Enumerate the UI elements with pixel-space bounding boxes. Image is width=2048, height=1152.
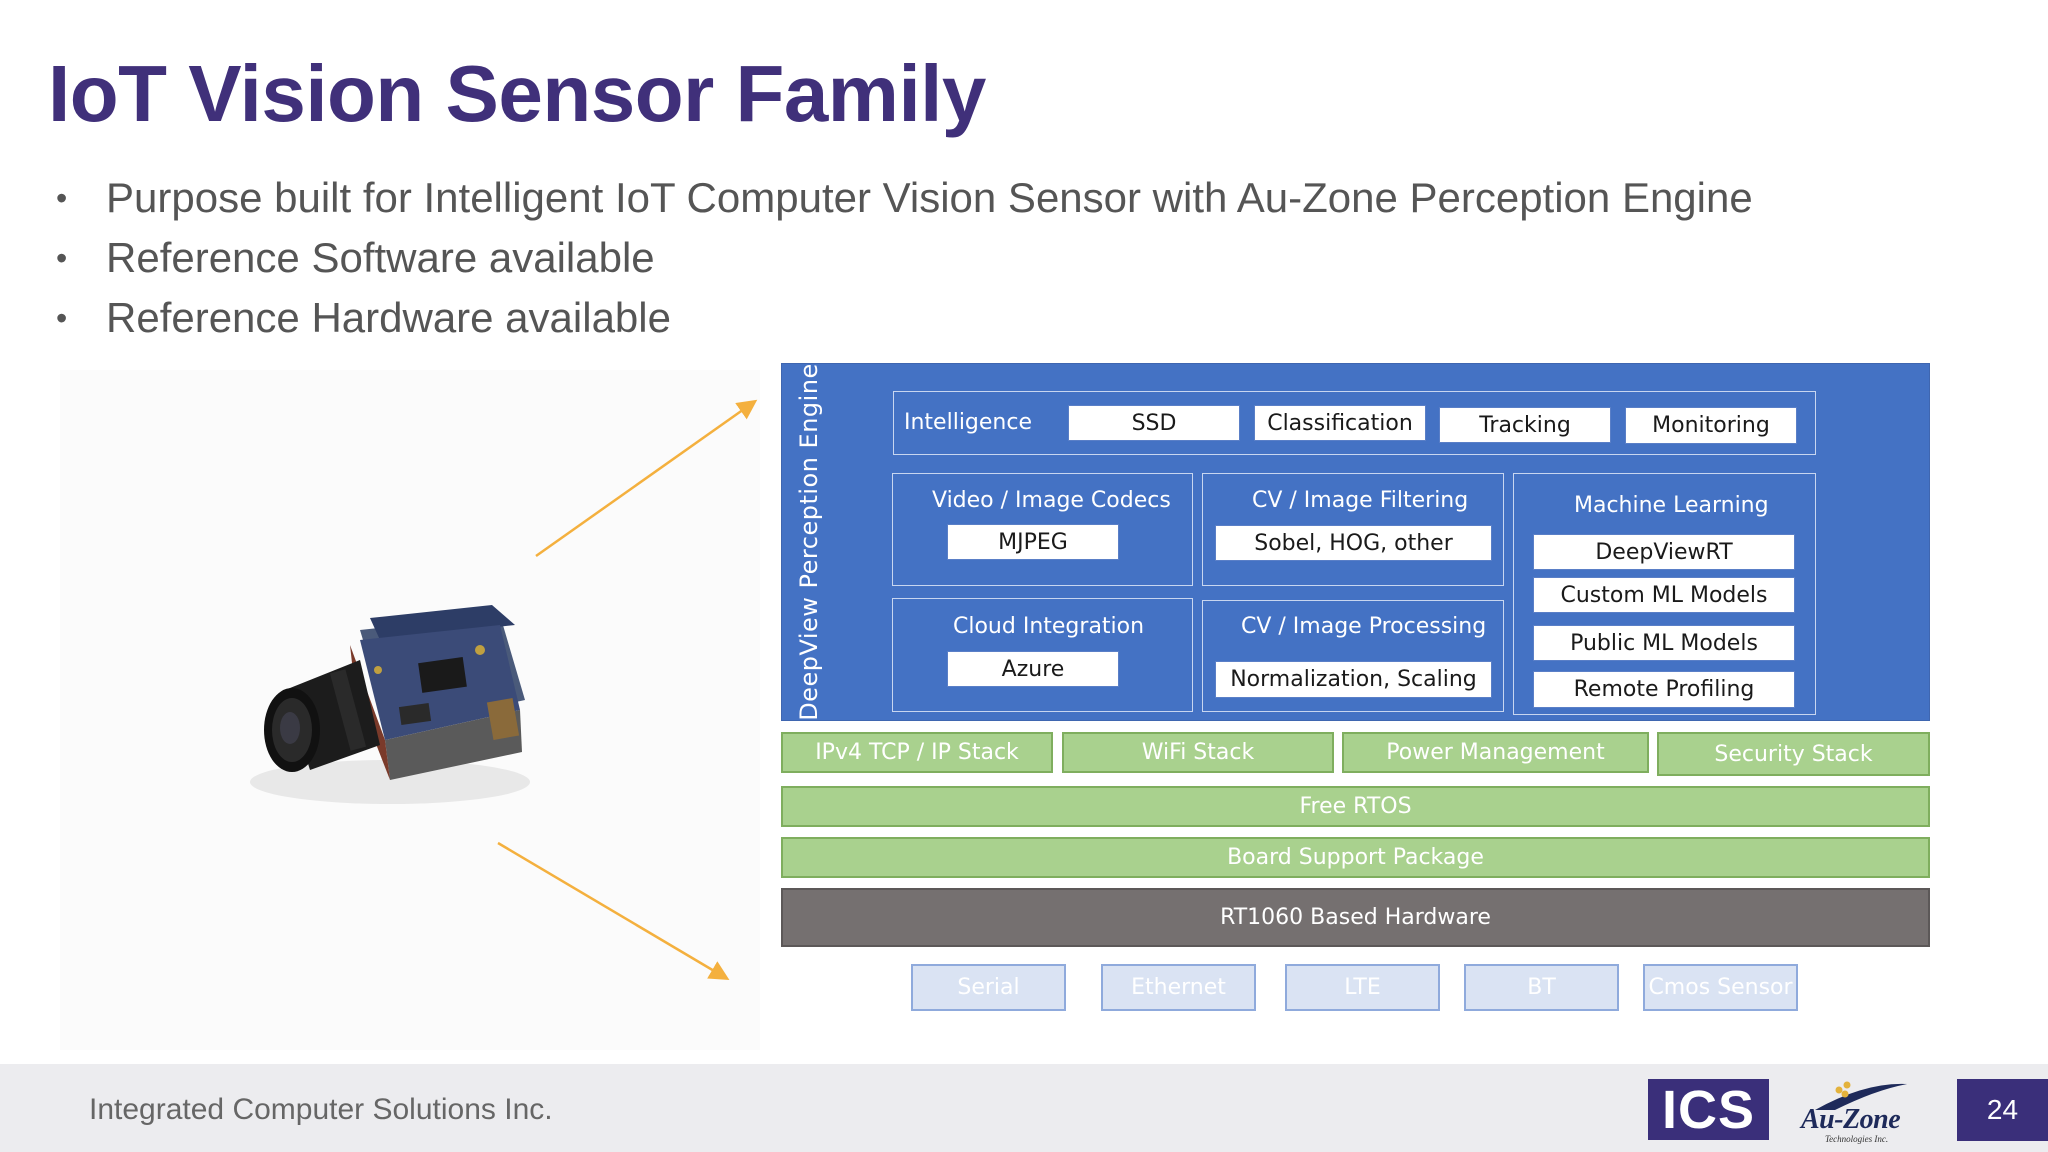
classification-box: Classification: [1254, 405, 1426, 441]
azure-box: Azure: [947, 651, 1119, 687]
bullet-item: • Reference Software available: [56, 228, 1753, 288]
cmos-sensor-interface-box: Cmos Sensor: [1643, 964, 1798, 1011]
power-management-bar: Power Management: [1342, 732, 1649, 773]
camera-module-image: [60, 370, 760, 1050]
ssd-box: SSD: [1068, 405, 1240, 441]
bullet-item: • Purpose built for Intelligent IoT Compu…: [56, 168, 1753, 228]
normalization-box: Normalization, Scaling: [1215, 661, 1492, 698]
custom-ml-models-box: Custom ML Models: [1533, 577, 1795, 613]
wifi-stack-bar: WiFi Stack: [1062, 732, 1334, 773]
engine-label-text: DeepView Perception Engine: [795, 363, 823, 721]
sobel-hog-box: Sobel, HOG, other: [1215, 525, 1492, 561]
footer-company-name: Integrated Computer Solutions Inc.: [89, 1093, 553, 1126]
security-stack-bar: Security Stack: [1657, 732, 1930, 776]
serial-interface-box: Serial: [911, 964, 1066, 1011]
bullet-text: Reference Hardware available: [106, 294, 671, 341]
ipv4-tcp-stack-bar: IPv4 TCP / IP Stack: [781, 732, 1053, 773]
board-support-package-bar: Board Support Package: [781, 837, 1930, 878]
auzone-logo: Au-Zone Technologies Inc.: [1795, 1076, 1915, 1144]
cv-processing-panel: [1202, 600, 1504, 712]
mjpeg-box: MJPEG: [947, 524, 1119, 560]
intelligence-panel: [893, 391, 1816, 455]
auzone-swoosh-icon: [1815, 1081, 1907, 1110]
public-ml-models-box: Public ML Models: [1533, 625, 1795, 661]
monitoring-box: Monitoring: [1625, 407, 1797, 444]
lte-interface-box: LTE: [1285, 964, 1440, 1011]
bt-interface-box: BT: [1464, 964, 1619, 1011]
deepviewrt-box: DeepViewRT: [1533, 534, 1795, 570]
tracking-box: Tracking: [1439, 407, 1611, 443]
bullet-list: • Purpose built for Intelligent IoT Compu…: [56, 168, 1753, 348]
cloud-integration-title: Cloud Integration: [953, 614, 1145, 639]
bullet-text: Reference Software available: [106, 234, 655, 281]
bullet-dot: •: [56, 300, 68, 336]
slide-title: IoT Vision Sensor Family: [48, 49, 986, 138]
bullet-item: • Reference Hardware available: [56, 288, 1753, 348]
ics-logo: ICS: [1648, 1079, 1769, 1140]
machine-learning-panel: [1513, 473, 1816, 715]
remote-profiling-box: Remote Profiling: [1533, 671, 1795, 708]
video-codecs-title: Video / Image Codecs: [932, 488, 1171, 513]
engine-label: DeepView Perception Engine: [781, 363, 837, 721]
bullet-text: Purpose built for Intelligent IoT Comput…: [106, 174, 1753, 221]
page-number: 24: [1957, 1079, 2048, 1141]
cv-processing-title: CV / Image Processing: [1241, 614, 1487, 639]
video-codecs-panel: [892, 473, 1193, 586]
auzone-subtitle: Technologies Inc.: [1825, 1134, 1889, 1144]
free-rtos-bar: Free RTOS: [781, 786, 1930, 827]
ethernet-interface-box: Ethernet: [1101, 964, 1256, 1011]
rt1060-hardware-bar: RT1060 Based Hardware: [781, 888, 1930, 947]
intelligence-title: Intelligence: [904, 410, 1033, 435]
auzone-name: Au-Zone: [1801, 1104, 1901, 1135]
bullet-dot: •: [56, 180, 68, 216]
bullet-dot: •: [56, 240, 68, 276]
machine-learning-title: Machine Learning: [1574, 493, 1769, 518]
cv-filtering-title: CV / Image Filtering: [1252, 488, 1469, 513]
cloud-integration-panel: [892, 598, 1193, 712]
cv-filtering-panel: [1202, 473, 1504, 586]
